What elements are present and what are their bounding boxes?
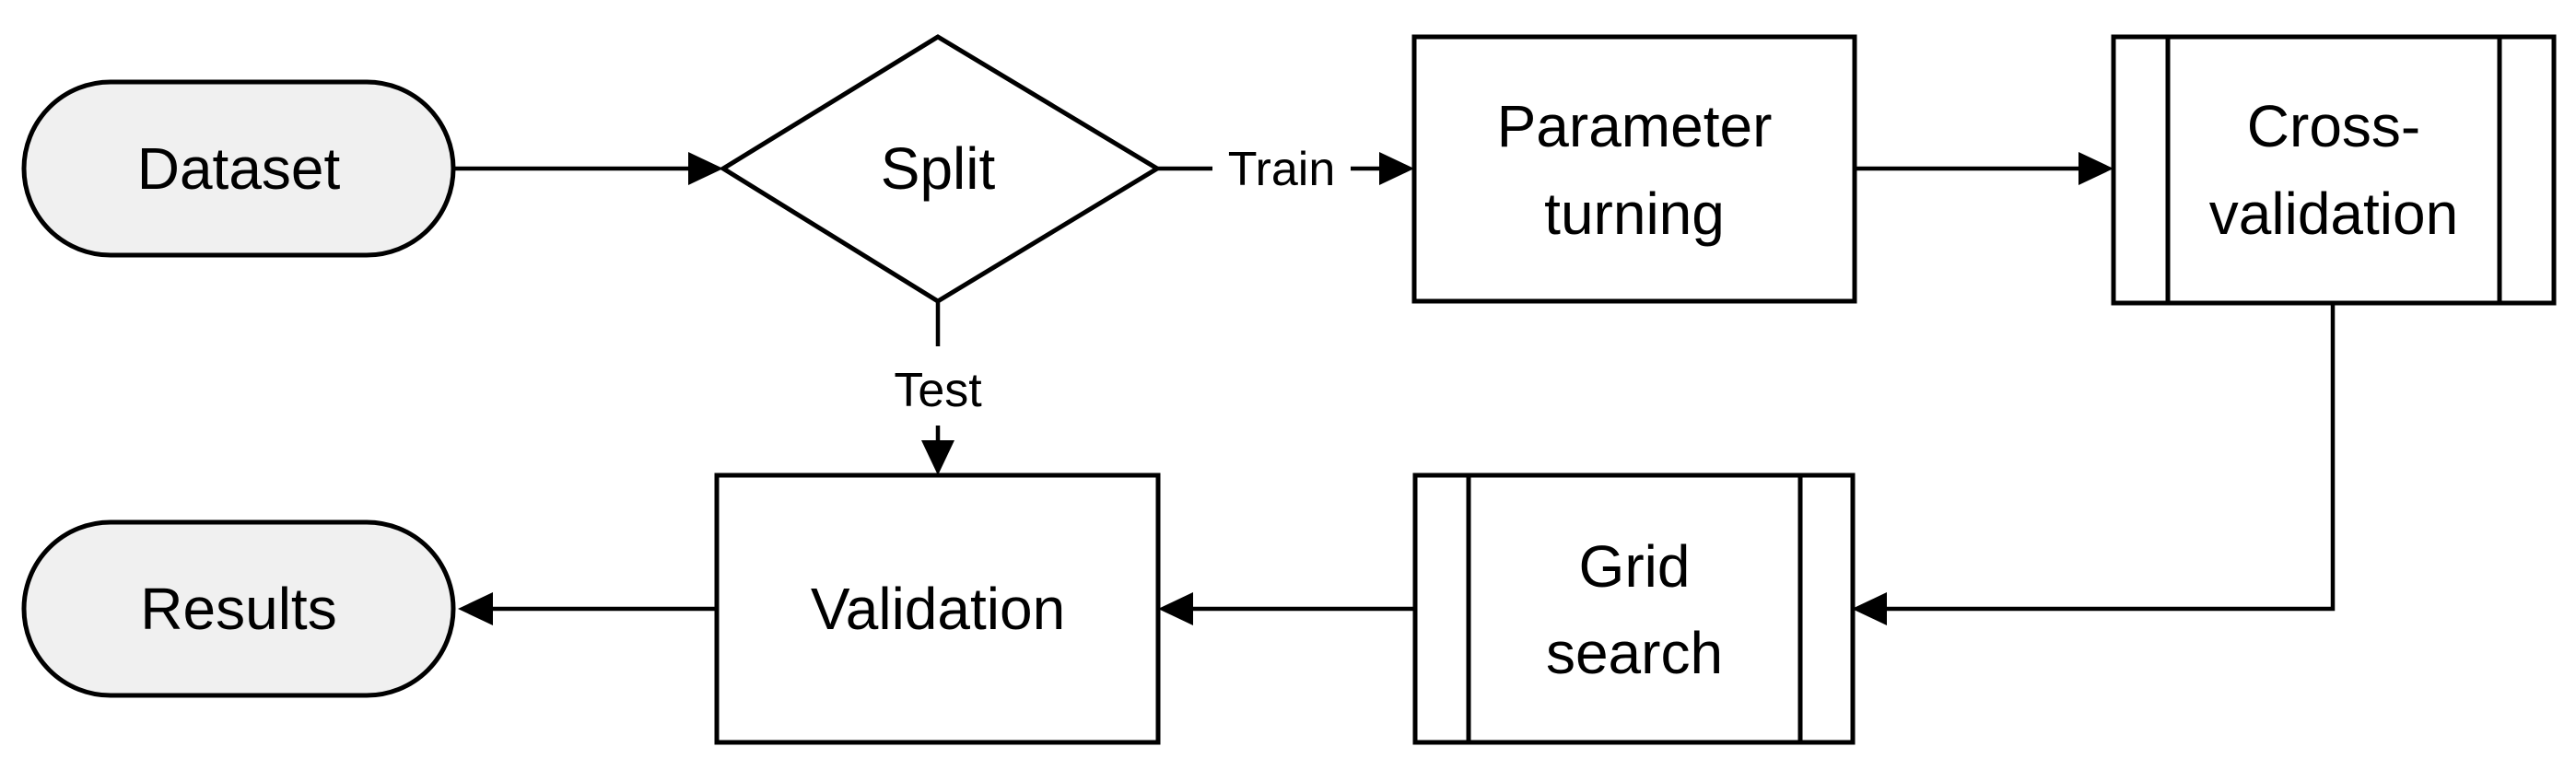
cross-validation-label-line2: validation <box>2209 181 2458 247</box>
parameter-label-line1: Parameter <box>1497 93 1773 159</box>
edge-label-train: Train <box>1228 143 1336 196</box>
node-dataset: Dataset <box>21 79 456 258</box>
validation-label: Validation <box>811 576 1065 642</box>
grid-search-label-line2: search <box>1546 620 1723 686</box>
results-label: Results <box>140 576 336 642</box>
node-split: Split <box>719 34 1162 304</box>
node-parameter-turning: Parameter turning <box>1411 34 1857 304</box>
node-grid-search: Grid search <box>1412 472 1856 745</box>
edge-parameter-to-cross <box>1855 152 2113 185</box>
node-results: Results <box>21 519 456 698</box>
edge-split-to-validation <box>921 301 954 475</box>
grid-search-label-line1: Grid <box>1579 533 1691 600</box>
parameter-label-line2: turning <box>1544 181 1725 247</box>
cross-validation-label-line1: Cross- <box>2247 93 2420 159</box>
edge-validation-to-results <box>458 592 717 625</box>
train-label: Train <box>1228 143 1336 196</box>
node-validation: Validation <box>714 472 1161 745</box>
test-label: Test <box>894 364 982 417</box>
edge-grid-to-validation <box>1158 592 1415 625</box>
split-label: Split <box>881 135 996 202</box>
edge-split-to-parameter <box>1157 152 1414 185</box>
edge-label-test: Test <box>894 364 982 417</box>
edge-dataset-to-split <box>453 152 723 185</box>
node-cross-validation: Cross- validation <box>2111 34 2557 306</box>
dataset-label: Dataset <box>137 135 341 202</box>
edge-cross-to-grid <box>1852 303 2336 625</box>
